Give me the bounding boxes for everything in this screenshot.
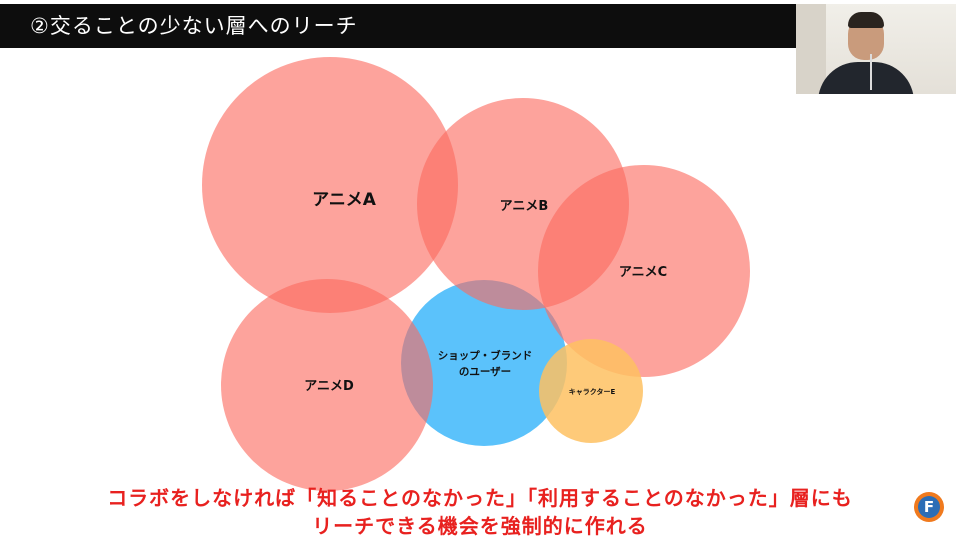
label-anime-b: アニメB [500,199,549,214]
circle-shop-brand-users [401,280,567,446]
circles [202,57,750,491]
earphone-cord [870,54,872,90]
webcam-video [796,4,956,94]
label-anime-c: アニメC [619,265,667,280]
label-character-e: キャラクターE [569,387,616,396]
logo-letter: F [918,496,940,518]
slide-title: ②交ることの少ない層へのリーチ [30,14,358,38]
presenter-hair [848,12,884,28]
circle-anime-d [221,279,433,491]
circle-anime-c [538,165,750,377]
title-bar: ②交ることの少ない層へのリーチ [0,4,800,48]
caption-line-1: コラボをしなければ「知ることのなかった」「利用することのなかった」層にも [107,486,853,510]
label-shop-brand-line1: ショップ・ブランド [438,349,533,362]
label-anime-a: アニメA [312,190,377,210]
circle-anime-a [202,57,458,313]
webcam-background [796,4,826,94]
circle-character-e [539,339,643,443]
brand-logo: F [914,492,944,522]
label-anime-d: アニメD [304,379,354,394]
caption-line-2: リーチできる機会を強制的に作れる [312,514,648,538]
label-shop-brand-line2: のユーザー [459,366,511,378]
